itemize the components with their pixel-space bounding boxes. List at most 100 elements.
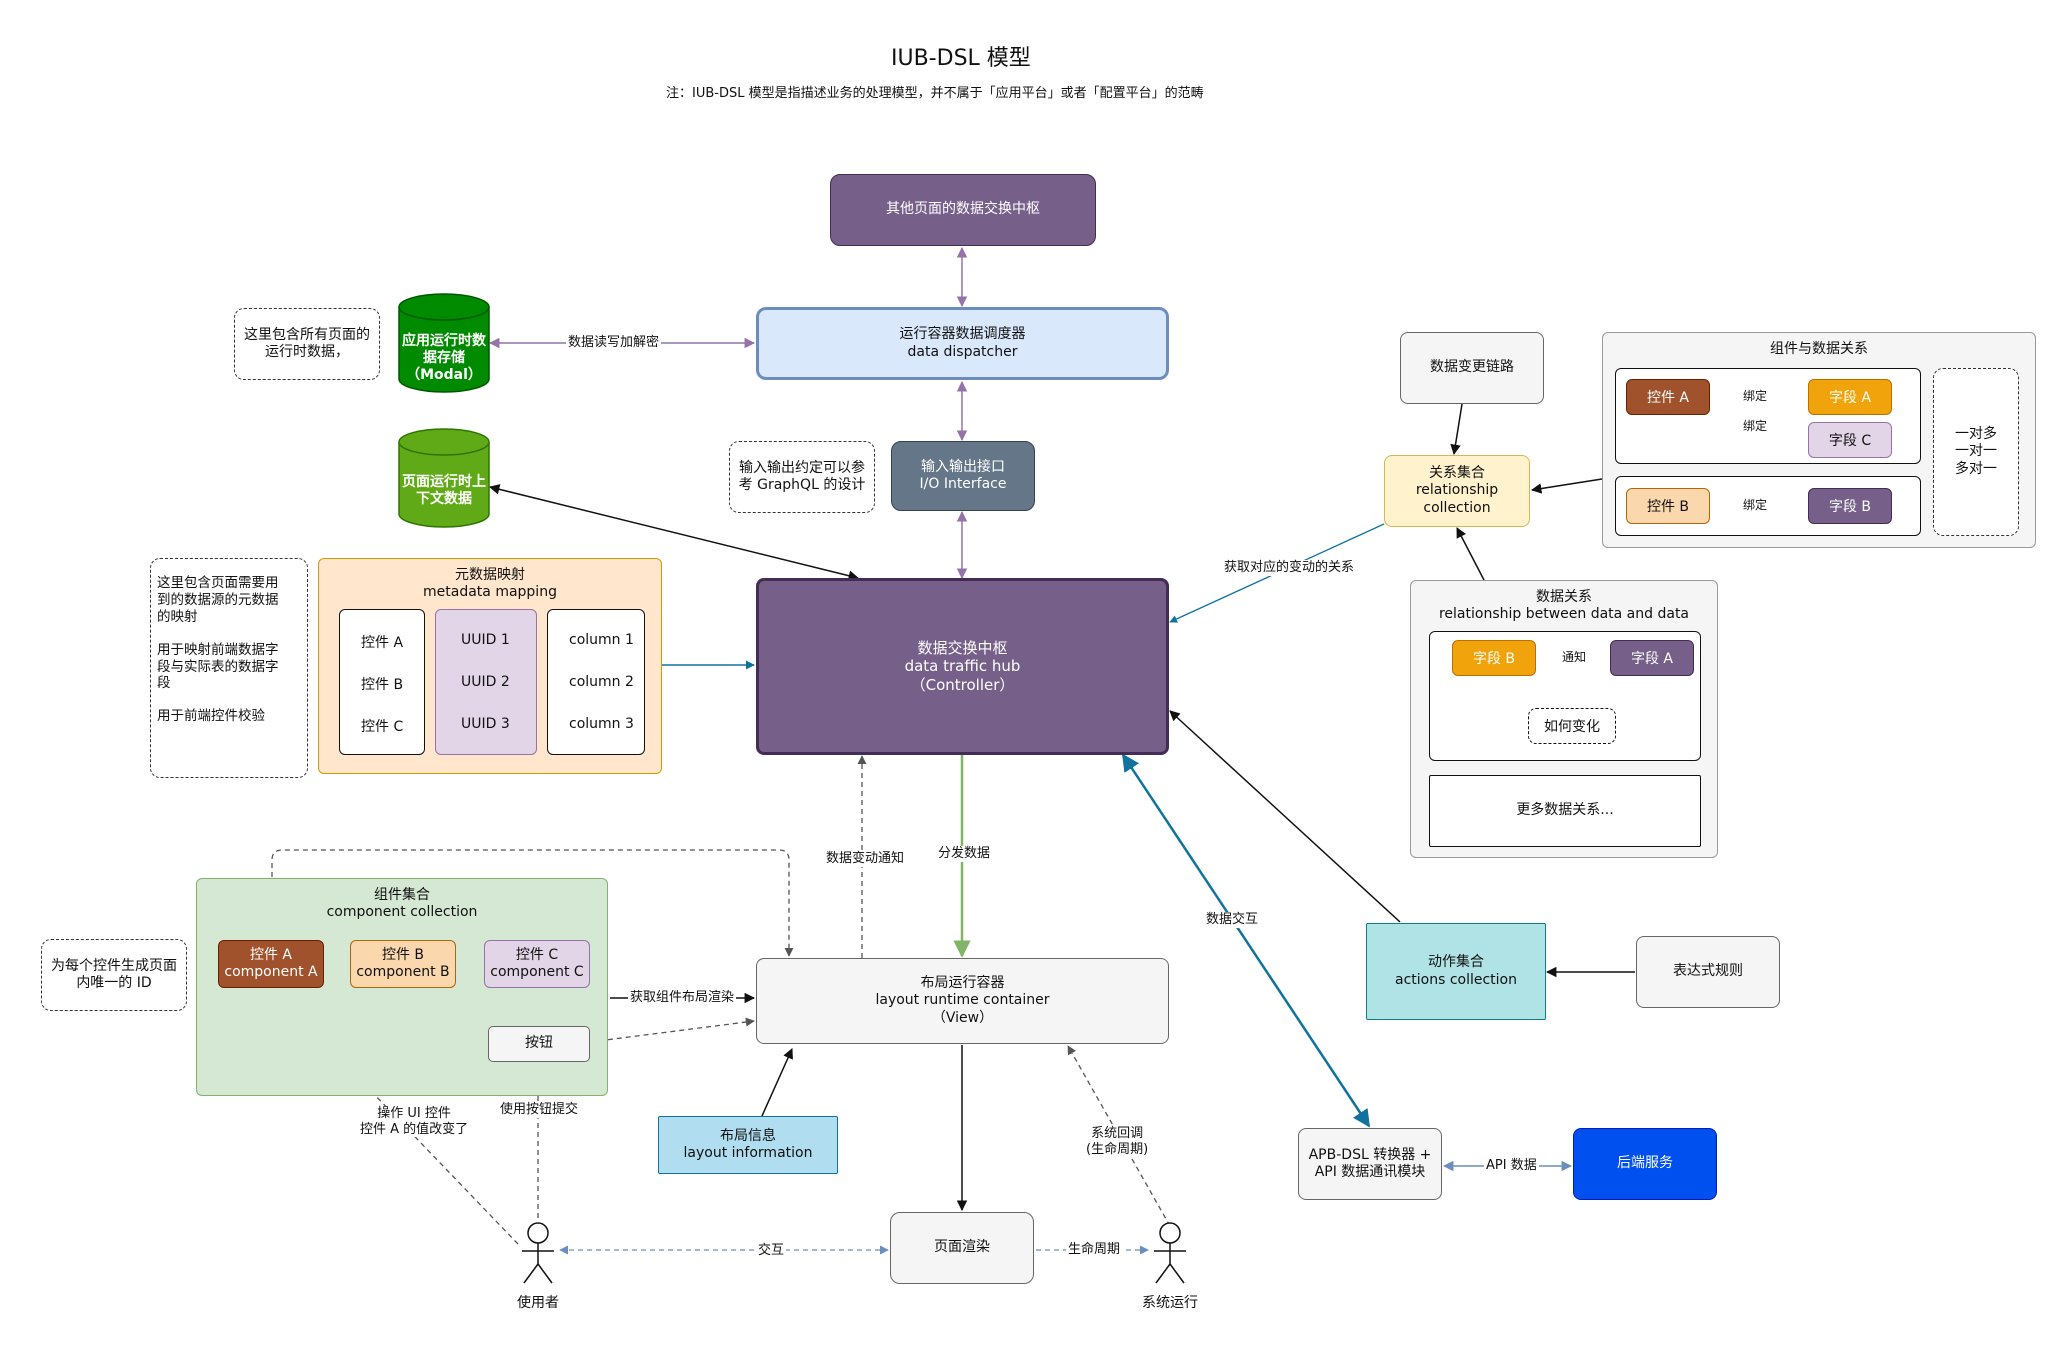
comp-data-control-b-label: 控件 B bbox=[1646, 499, 1690, 515]
component-a-line2: component A bbox=[224, 964, 318, 980]
storage-line2: 据存储 bbox=[423, 349, 465, 366]
layout-line2: layout runtime container bbox=[875, 992, 1050, 1009]
metadata-controls-column bbox=[339, 609, 425, 755]
other-page-hub-node[interactable]: 其他页面的数据交换中枢 bbox=[830, 174, 1096, 246]
expr-rules-label: 表达式规则 bbox=[1673, 963, 1743, 980]
page-render-node[interactable]: 页面渲染 bbox=[890, 1212, 1034, 1284]
system-actor[interactable]: 系统运行 bbox=[1142, 1222, 1198, 1311]
meta-note-line6: 段与实际表的数据字 bbox=[157, 658, 279, 675]
meta-note-line1: 这里包含页面需要用 bbox=[157, 575, 279, 591]
comp-data-field-a[interactable]: 字段 A bbox=[1808, 379, 1892, 415]
edge-context-hub bbox=[488, 484, 860, 581]
edge-datarel-relationship bbox=[1456, 527, 1485, 581]
edge-label-operate-ui: 操作 UI 控件 控件 A 的值改变了 bbox=[358, 1106, 471, 1138]
meta-note-line7: 段 bbox=[157, 675, 171, 692]
cardinality-line2: 一对一 bbox=[1955, 443, 1997, 460]
component-a[interactable]: 控件 A component A bbox=[218, 940, 324, 988]
edge-button-layout bbox=[589, 1017, 755, 1043]
component-c[interactable]: 控件 C component C bbox=[484, 940, 590, 988]
change-chain-label: 数据变更链路 bbox=[1430, 359, 1514, 376]
storage-line3: （Modal） bbox=[406, 366, 482, 383]
meta-uuid-3: UUID 3 bbox=[461, 716, 510, 732]
metadata-db-columns bbox=[547, 609, 645, 755]
edge-chain-relationship bbox=[1450, 403, 1463, 456]
io-interface-line2: I/O Interface bbox=[919, 476, 1007, 492]
component-c-line2: component C bbox=[490, 964, 584, 980]
id-note-line2: 内唯一的 ID bbox=[76, 975, 152, 991]
metadata-title-line1: 元数据映射 bbox=[455, 567, 525, 583]
bind-label-1: 绑定 bbox=[1741, 389, 1770, 404]
more-relations-box[interactable]: 更多数据关系... bbox=[1429, 775, 1701, 847]
how-change-label: 如何变化 bbox=[1544, 719, 1600, 735]
data-rel-title-line1: 数据关系 bbox=[1536, 589, 1592, 605]
expression-rules-node[interactable]: 表达式规则 bbox=[1636, 936, 1780, 1008]
edge-actions-hub bbox=[1169, 710, 1401, 923]
edge-compA-layout-loop bbox=[271, 849, 794, 957]
edge-label-callback: 系统回调 (生命周期) bbox=[1084, 1126, 1151, 1158]
cardinality-note: 一对多 一对一 多对一 bbox=[1933, 368, 2019, 536]
meta-uuid-2: UUID 2 bbox=[461, 674, 510, 690]
data-rel-field-b[interactable]: 字段 B bbox=[1452, 640, 1536, 676]
relationship-collection-node[interactable]: 关系集合 relationship collection bbox=[1384, 455, 1530, 527]
backend-service-node[interactable]: 后端服务 bbox=[1573, 1128, 1717, 1200]
meta-control-b: 控件 B bbox=[361, 677, 404, 693]
layout-info-line1: 布局信息 bbox=[720, 1127, 776, 1144]
data-traffic-hub-node[interactable]: 数据交换中枢 data traffic hub （Controller） bbox=[756, 578, 1169, 755]
submit-button-component[interactable]: 按钮 bbox=[488, 1026, 590, 1062]
component-a-line1: 控件 A bbox=[249, 946, 293, 963]
edge-label-lifecycle: 生命周期 bbox=[1066, 1242, 1123, 1258]
component-c-line1: 控件 C bbox=[515, 946, 559, 963]
cardinality-line3: 多对一 bbox=[1955, 460, 1997, 477]
user-actor[interactable]: 使用者 bbox=[517, 1222, 559, 1311]
relationship-line1: 关系集合 bbox=[1429, 465, 1485, 482]
component-b-line1: 控件 B bbox=[381, 946, 425, 963]
context-data-cylinder[interactable]: 页面运行时上 下文数据 bbox=[398, 428, 490, 528]
comp-data-field-b-label: 字段 B bbox=[1828, 499, 1872, 515]
apb-dsl-converter-node[interactable]: APB-DSL 转换器 + API 数据通讯模块 bbox=[1298, 1128, 1442, 1200]
comp-data-field-c[interactable]: 字段 C bbox=[1808, 422, 1892, 458]
meta-control-c: 控件 C bbox=[361, 719, 404, 735]
how-change-note: 如何变化 bbox=[1528, 708, 1616, 744]
edge-label-dispatch: 分发数据 bbox=[936, 846, 993, 862]
person-icon bbox=[1154, 1222, 1186, 1284]
graphql-note: 输入输出约定可以参 考 GraphQL 的设计 bbox=[729, 441, 875, 513]
comp-data-control-a[interactable]: 控件 A bbox=[1626, 379, 1710, 415]
edge-label-rw-encrypt: 数据读写加解密 bbox=[566, 335, 662, 351]
data-dispatcher-node[interactable]: 运行容器数据调度器 data dispatcher bbox=[756, 307, 1169, 380]
layout-runtime-container-node[interactable]: 布局运行容器 layout runtime container （View） bbox=[756, 958, 1169, 1044]
component-b[interactable]: 控件 B component B bbox=[350, 940, 456, 988]
edge-label-change-notify: 数据变动通知 bbox=[824, 851, 907, 867]
edge-compdata-relationship bbox=[1530, 478, 1603, 494]
more-relations-label: 更多数据关系... bbox=[1516, 802, 1614, 819]
hub-line3: （Controller） bbox=[910, 675, 1015, 694]
comp-data-control-b[interactable]: 控件 B bbox=[1626, 488, 1710, 524]
components-title-line2: component collection bbox=[326, 903, 478, 920]
meta-column-2: column 2 bbox=[569, 674, 634, 690]
graphql-note-line2: 考 GraphQL 的设计 bbox=[738, 477, 866, 493]
comp-data-field-b[interactable]: 字段 B bbox=[1808, 488, 1892, 524]
hub-line1: 数据交换中枢 bbox=[917, 639, 1008, 658]
data-rel-field-a-label: 字段 A bbox=[1630, 651, 1674, 667]
page-render-label: 页面渲染 bbox=[934, 1239, 990, 1256]
submit-button-label: 按钮 bbox=[525, 1035, 553, 1052]
other-page-hub-label: 其他页面的数据交换中枢 bbox=[886, 201, 1040, 218]
page-title: IUB-DSL 模型 bbox=[891, 46, 1031, 71]
runtime-storage-cylinder[interactable]: 应用运行时数 据存储 （Modal） bbox=[398, 293, 490, 393]
hub-line2: data traffic hub bbox=[904, 657, 1021, 676]
edge-hub-apb bbox=[1121, 753, 1371, 1128]
edge-label-get-changes: 获取对应的变动的关系 bbox=[1222, 560, 1357, 576]
page-subtitle: 注：IUB-DSL 模型是指描述业务的处理模型，并不属于「应用平台」或者「配置平… bbox=[666, 86, 1204, 101]
callback-line1: 系统回调 bbox=[1091, 1126, 1144, 1141]
callback-line2: (生命周期) bbox=[1086, 1141, 1149, 1157]
components-title-line1: 组件集合 bbox=[374, 887, 430, 903]
data-change-chain-node[interactable]: 数据变更链路 bbox=[1400, 332, 1544, 404]
relationship-line2: relationship collection bbox=[1415, 482, 1499, 516]
id-note-line1: 为每个控件生成页面 bbox=[51, 957, 177, 974]
data-rel-field-a[interactable]: 字段 A bbox=[1610, 640, 1694, 676]
comp-data-field-a-label: 字段 A bbox=[1828, 390, 1872, 406]
io-interface-node[interactable]: 输入输出接口 I/O Interface bbox=[891, 441, 1035, 511]
layout-line3: （View） bbox=[931, 1009, 994, 1026]
actions-collection-node[interactable]: 动作集合 actions collection bbox=[1366, 923, 1546, 1020]
layout-information-node[interactable]: 布局信息 layout information bbox=[658, 1116, 838, 1174]
notify-label: 通知 bbox=[1560, 650, 1589, 665]
